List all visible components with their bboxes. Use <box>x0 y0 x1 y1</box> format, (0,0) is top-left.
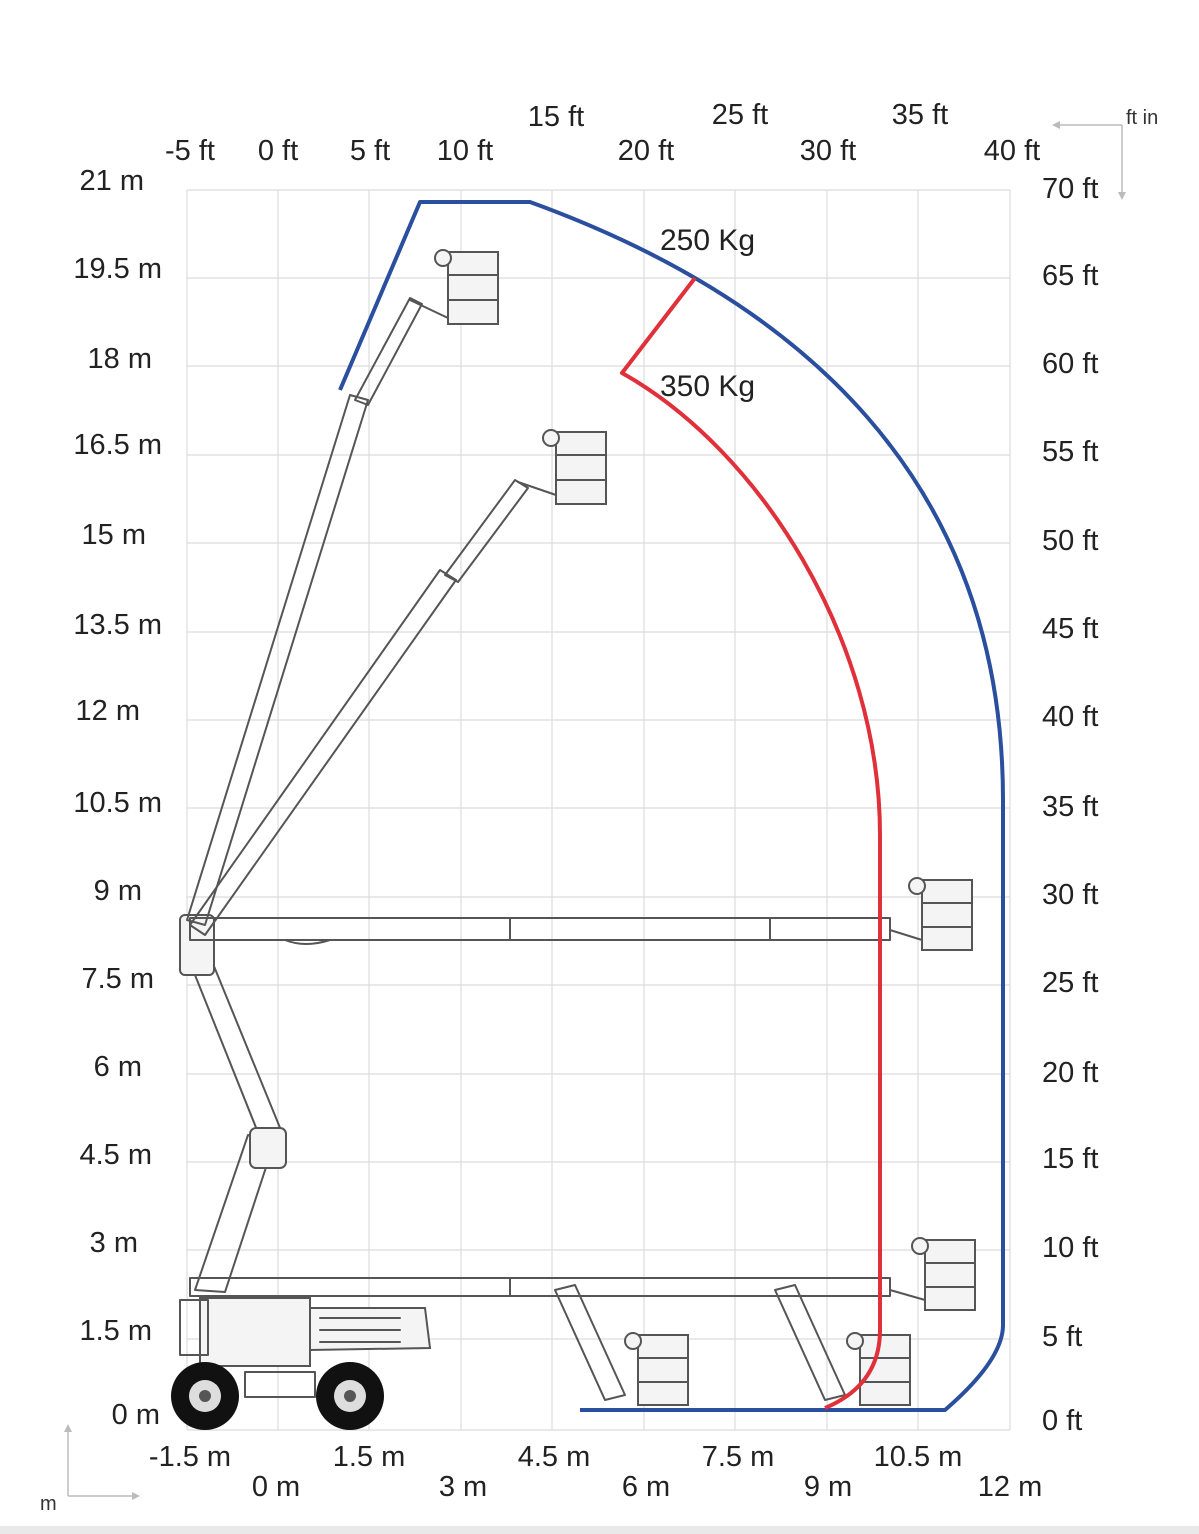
y-left-tick: 21 m <box>80 165 144 197</box>
y-right-tick: 30 ft <box>1042 879 1098 911</box>
platform-upper <box>517 429 607 505</box>
y-right-tick: 25 ft <box>1042 967 1098 999</box>
y-left-tick: 16.5 m <box>73 429 162 461</box>
y-right-tick: 20 ft <box>1042 1057 1098 1089</box>
y-left-tick: 7.5 m <box>81 963 154 995</box>
y-left-tick: 13.5 m <box>73 609 162 641</box>
x-bottom-tick: 0 m <box>252 1471 300 1503</box>
raised-boom-high <box>186 297 423 926</box>
y-left-tick: 19.5 m <box>73 253 162 285</box>
y-right-tick: 10 ft <box>1042 1232 1098 1264</box>
x-top-tick: 35 ft <box>892 99 948 131</box>
x-bottom-tick: -1.5 m <box>149 1441 231 1473</box>
y-left-tick: 1.5 m <box>79 1315 152 1347</box>
x-bottom-tick: 6 m <box>622 1471 670 1503</box>
x-bottom-tick: 7.5 m <box>702 1441 775 1473</box>
y-right-tick: 45 ft <box>1042 613 1098 645</box>
envelope-250kg <box>338 200 1005 1412</box>
y-left-tick: 6 m <box>94 1051 142 1083</box>
y-right-tick: 35 ft <box>1042 791 1098 823</box>
label-350kg: 350 Kg <box>660 370 755 403</box>
y-right-tick: 65 ft <box>1042 260 1098 292</box>
bottom-border <box>0 1526 1199 1534</box>
envelope-350kg <box>620 276 882 1410</box>
y-right-tick: 5 ft <box>1042 1321 1082 1353</box>
corner-unit-top-right: ft in <box>1052 107 1158 200</box>
y-right-tick: 40 ft <box>1042 701 1098 733</box>
platform-top <box>409 249 499 325</box>
y-right-tick: 15 ft <box>1042 1143 1098 1175</box>
x-bottom-tick: 12 m <box>978 1471 1042 1503</box>
unit-m-label: m <box>40 1493 57 1515</box>
y-axis-right-labels: 0 ft 5 ft 10 ft 15 ft 20 ft 25 ft 30 ft … <box>1042 173 1098 1437</box>
x-top-tick: 40 ft <box>984 135 1040 167</box>
y-left-tick: 9 m <box>94 875 142 907</box>
y-left-tick: 3 m <box>90 1227 138 1259</box>
y-right-tick: 70 ft <box>1042 173 1098 205</box>
y-left-tick: 18 m <box>88 343 152 375</box>
y-left-tick: 0 m <box>112 1399 160 1431</box>
x-top-tick: 15 ft <box>528 101 584 133</box>
y-right-tick: 60 ft <box>1042 348 1098 380</box>
x-bottom-tick: 1.5 m <box>333 1441 406 1473</box>
x-axis-top-labels: -5 ft 0 ft 5 ft 10 ft 15 ft 20 ft 25 ft … <box>165 99 1040 167</box>
lower-boom <box>179 914 287 1293</box>
y-right-tick: 55 ft <box>1042 436 1098 468</box>
wheel-left <box>171 1362 239 1430</box>
y-left-tick: 15 m <box>82 519 146 551</box>
x-top-tick: 30 ft <box>800 135 856 167</box>
chassis <box>179 1297 432 1398</box>
label-250kg: 250 Kg <box>660 224 755 257</box>
y-axis-left-labels: 0 m 1.5 m 3 m 4.5 m 6 m 7.5 m 9 m 10.5 m… <box>73 165 162 1431</box>
platform-mid-reach <box>889 877 973 951</box>
x-bottom-tick: 9 m <box>804 1471 852 1503</box>
wheel-right <box>316 1362 384 1430</box>
corner-unit-bottom-left: m <box>40 1424 140 1515</box>
x-top-tick: 5 ft <box>350 135 390 167</box>
platform-ground-a <box>624 1332 689 1406</box>
x-top-tick: 25 ft <box>712 99 768 131</box>
machine-illustration <box>171 249 976 1430</box>
y-left-tick: 4.5 m <box>79 1139 152 1171</box>
x-top-tick: -5 ft <box>165 135 215 167</box>
y-left-tick: 10.5 m <box>73 787 162 819</box>
x-axis-bottom-labels: -1.5 m 0 m 1.5 m 3 m 4.5 m 6 m 7.5 m 9 m… <box>149 1441 1042 1503</box>
x-top-tick: 10 ft <box>437 135 493 167</box>
x-bottom-tick: 3 m <box>439 1471 487 1503</box>
platform-low-reach <box>889 1237 976 1311</box>
raised-boom-mid <box>189 479 529 936</box>
x-top-tick: 20 ft <box>618 135 674 167</box>
grid <box>186 189 1011 1431</box>
x-bottom-tick: 10.5 m <box>874 1441 963 1473</box>
unit-ft-in-label: ft in <box>1126 107 1158 129</box>
y-left-tick: 12 m <box>76 695 140 727</box>
horizontal-boom-mid <box>189 917 891 945</box>
y-right-tick: 50 ft <box>1042 525 1098 557</box>
y-right-tick: 0 ft <box>1042 1405 1082 1437</box>
x-bottom-tick: 4.5 m <box>518 1441 591 1473</box>
x-top-tick: 0 ft <box>258 135 298 167</box>
